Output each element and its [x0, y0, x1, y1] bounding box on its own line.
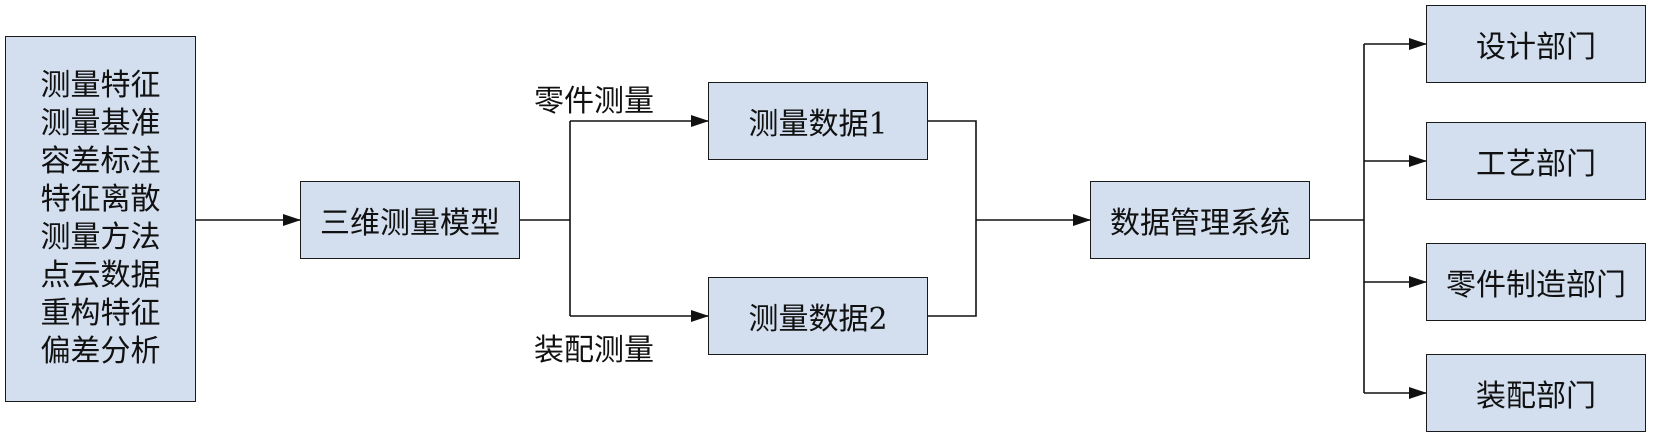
dept-process-label: 工艺部门 [1476, 147, 1596, 182]
model-box: 三维测量模型 [300, 181, 520, 259]
data2-box: 测量数据2 [708, 277, 928, 355]
source-features-box: 测量特征 测量基准 容差标注 特征离散 测量方法 点云数据 重构特征 偏差分析 [5, 36, 196, 402]
source-line-4: 特征离散 [40, 182, 161, 217]
system-box: 数据管理系统 [1090, 181, 1310, 259]
source-line-5: 测量方法 [40, 220, 161, 255]
dept-design-label: 设计部门 [1476, 30, 1596, 65]
data2-label: 测量数据2 [748, 302, 888, 337]
source-line-1: 测量特征 [40, 68, 161, 103]
dept-manufacturing-box: 零件制造部门 [1426, 243, 1646, 321]
dept-manufacturing-label: 零件制造部门 [1446, 268, 1626, 303]
model-label: 三维测量模型 [320, 206, 500, 241]
source-line-6: 点云数据 [40, 258, 161, 293]
system-label: 数据管理系统 [1110, 206, 1290, 241]
source-line-7: 重构特征 [40, 296, 161, 331]
line-data1-to-merge [928, 120, 977, 220]
source-line-3: 容差标注 [40, 144, 161, 179]
branch-label-part: 零件测量 [534, 84, 654, 119]
dept-assembly-box: 装配部门 [1426, 354, 1646, 432]
source-line-8: 偏差分析 [40, 334, 161, 369]
data1-label: 测量数据1 [748, 107, 888, 142]
dept-assembly-label: 装配部门 [1476, 379, 1596, 414]
line-data2-to-merge [928, 220, 977, 317]
dept-design-box: 设计部门 [1426, 5, 1646, 83]
branch-label-assembly: 装配测量 [534, 333, 654, 368]
source-line-2: 测量基准 [40, 106, 161, 141]
dept-process-box: 工艺部门 [1426, 122, 1646, 200]
data1-box: 测量数据1 [708, 82, 928, 160]
